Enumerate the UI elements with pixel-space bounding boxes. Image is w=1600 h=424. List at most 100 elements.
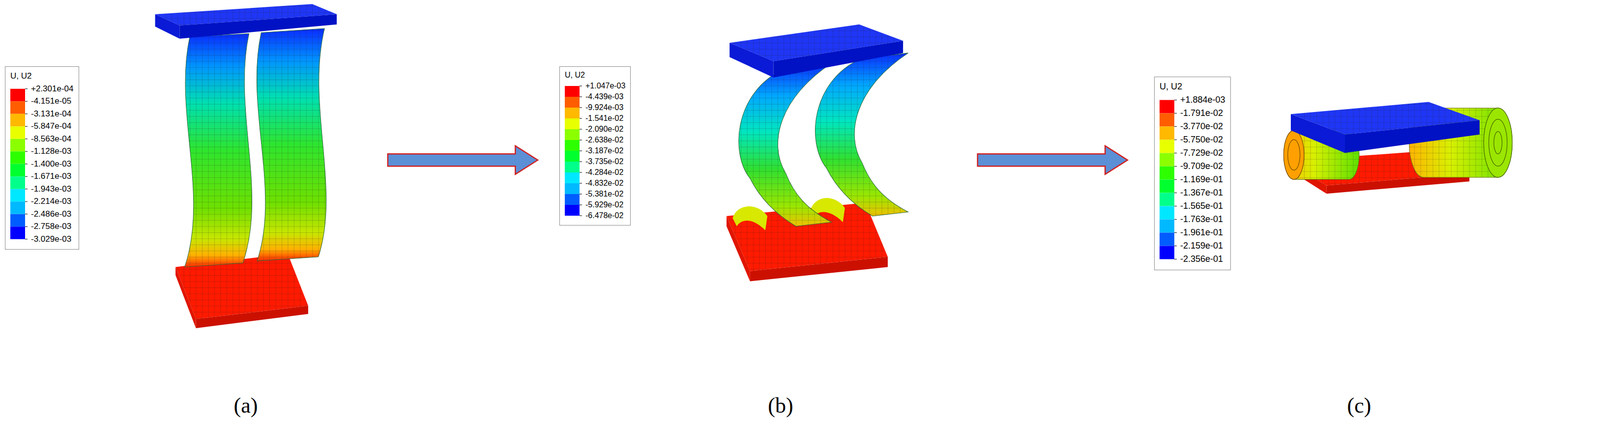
legend-title: U, U2 [564,69,626,81]
tick-mark [579,118,582,119]
legend-value: -1.169e-01 [1159,173,1226,187]
legend-value: -7.729e-02 [1159,146,1226,160]
tick-mark [25,100,28,102]
legend-value: -6.478e-02 [564,210,626,222]
tick-mark [579,215,582,217]
tick-mark [25,188,28,190]
tick-mark [579,161,582,163]
color-band [1159,232,1175,247]
tick-mark [25,226,28,227]
legend-value: -2.090e-02 [564,123,626,135]
color-band [564,96,580,108]
tick-mark [579,172,582,174]
tick-mark [1174,166,1177,167]
legend-value: -2.159e-01 [1159,239,1226,253]
legend-value: -3.187e-02 [564,145,626,157]
tick-mark [579,107,582,109]
tick-mark [579,204,582,206]
legend-value: -2.638e-02 [564,134,626,146]
legend-value: -5.929e-02 [564,199,626,211]
tick-mark [1174,179,1177,180]
legend-value: -5.750e-02 [1159,133,1226,147]
color-band [564,140,580,151]
legend-value: -3.770e-02 [1159,119,1226,134]
tick-mark [1174,232,1177,233]
color-band [1159,140,1175,154]
tick-mark [1174,219,1177,220]
color-band [1159,166,1175,180]
tick-mark [1174,113,1177,114]
legend-value: -2.486e-03 [10,207,74,221]
color-band [10,201,26,215]
color-band [564,194,580,205]
color-band [564,172,580,184]
legend-value: -1.128e-03 [10,145,74,158]
tick-mark [25,201,28,202]
color-band [564,86,580,97]
tick-mark [25,213,28,215]
color-band [1159,206,1175,220]
tick-mark [1174,205,1177,207]
color-band [10,126,26,140]
legend-value: -1.400e-03 [10,157,74,171]
panel-label: (c) [1347,393,1372,419]
top-plate [1290,101,1480,153]
color-bar [1159,93,1178,266]
top-plate [729,24,903,78]
panel-label: (a) [233,393,259,419]
tick-mark [25,163,28,165]
legend-value: -1.565e-01 [1159,199,1226,213]
legend-value: -2.356e-01 [1159,252,1226,266]
contour-legend: U, U2+1.884e-03-1.791e-02-3.770e-02-5.75… [1154,76,1231,271]
color-band [564,118,580,130]
tick-mark [579,140,582,141]
tick-mark [1174,152,1177,154]
tick-mark [25,150,28,152]
legend-value: -8.563e-04 [10,132,74,146]
color-band [10,176,26,190]
panel-label: (b) [767,393,793,419]
stage-arrow [977,145,1128,175]
color-band [1159,179,1175,194]
color-band [10,163,26,177]
legend-value: -2.214e-03 [10,195,74,208]
legend-value: -1.671e-03 [10,170,74,183]
color-band [564,129,580,141]
color-band [10,226,26,240]
color-band [564,161,580,173]
tick-mark [579,183,582,184]
tick-mark [25,238,28,240]
color-band [1159,126,1175,141]
legend-value: -4.151e-05 [10,94,74,108]
tick-mark [579,150,582,152]
color-band [10,188,26,202]
tick-mark [579,194,582,195]
tick-mark [25,138,28,140]
legend-value: -3.131e-04 [10,107,74,121]
legend-value: -1.367e-01 [1159,186,1226,200]
legend-value: -5.847e-04 [10,119,74,133]
legend-value: -4.284e-02 [564,167,626,178]
color-band [1159,153,1175,167]
color-band [1159,193,1175,207]
color-band [564,183,580,195]
color-band [1159,246,1175,260]
legend-value: -4.832e-02 [564,177,626,189]
legend-value: -1.791e-02 [1159,106,1226,120]
legend-value: -9.709e-02 [1159,159,1226,174]
legend-value: -3.029e-03 [10,232,74,246]
color-bar [10,82,29,246]
legend-value: -1.541e-02 [564,113,626,124]
color-band [10,151,26,165]
legend-value: -1.763e-01 [1159,212,1226,227]
legend-value: +1.884e-03 [1159,93,1226,107]
color-band [1159,100,1175,114]
color-band [10,213,26,227]
tick-mark [579,96,582,98]
tick-mark [1174,245,1177,247]
legend-value: -1.943e-03 [10,182,74,196]
legend-value: -4.439e-03 [564,91,626,103]
color-band [1159,219,1175,233]
